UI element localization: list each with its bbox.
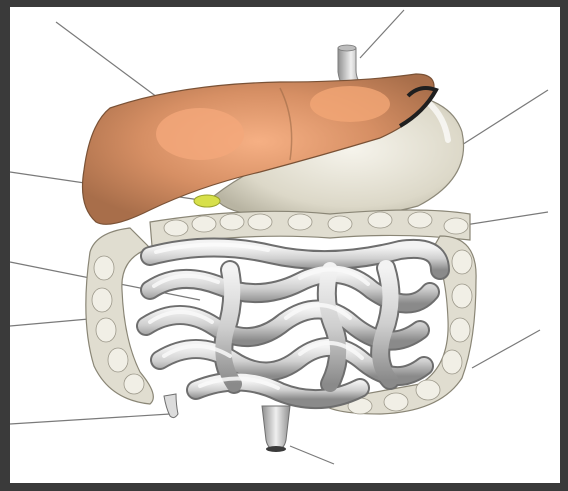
leader-line-colon xyxy=(472,330,540,368)
small-intestine xyxy=(146,244,440,399)
leader-line-rectum xyxy=(290,446,334,464)
rectum xyxy=(262,406,290,452)
leader-line-appendix xyxy=(10,414,170,424)
gallbladder xyxy=(194,195,220,207)
leader-line-esophagus xyxy=(360,10,404,58)
